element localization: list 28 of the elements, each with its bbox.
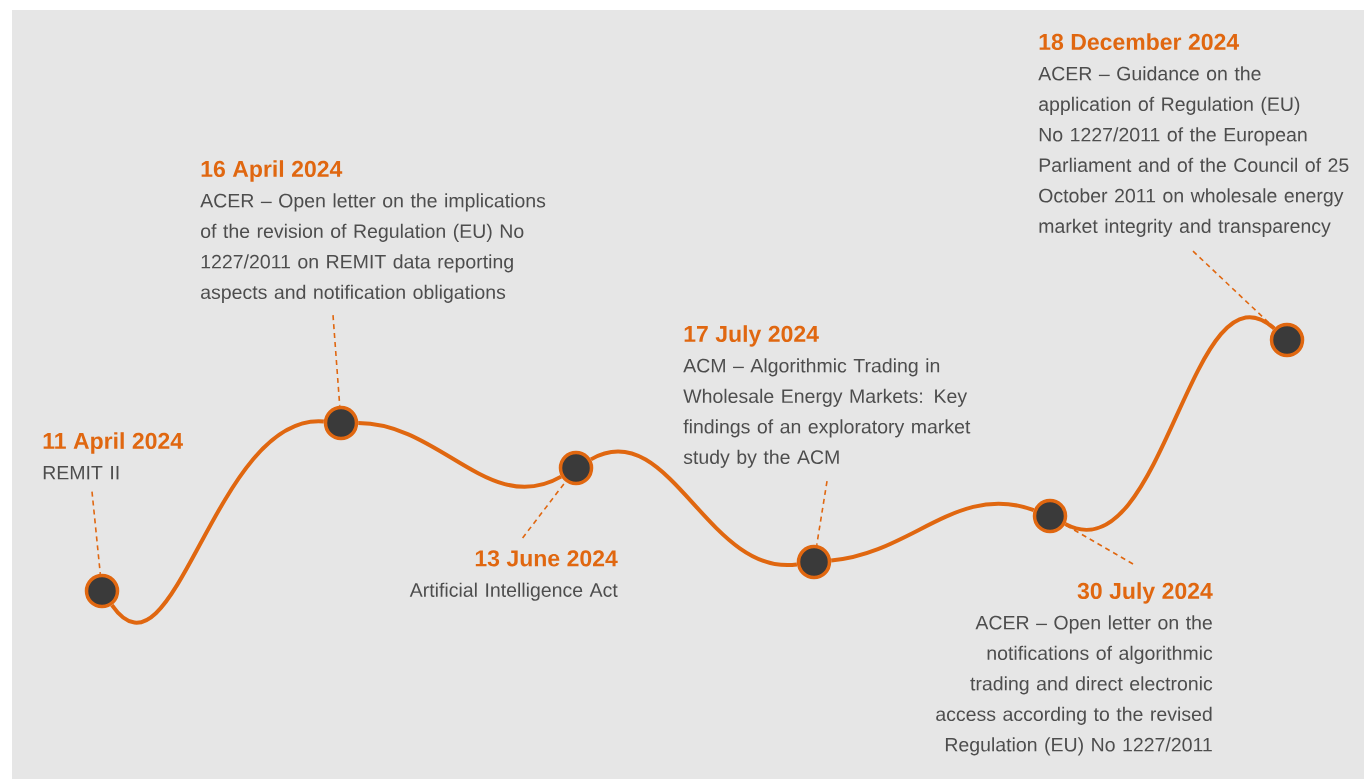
date-heading: 17 July 2024 <box>684 325 819 347</box>
date-heading: 30 July 2024 <box>1077 582 1213 604</box>
timeline-dot <box>558 450 594 486</box>
leader-line <box>332 314 341 407</box>
timeline-dot <box>1032 498 1068 534</box>
date-heading: 18 December 2024 <box>1039 33 1240 51</box>
description-text: ACER – Guidance on the application of Regulation (EU) No 1227/2011 of the European Parliament and of the Council of 25 October 2011 on wholesale energy market integrity and transparency <box>1038 66 1349 237</box>
description-text: ACM – Algorithmic Trading in Wholesale Energy Markets: Key findings of an exploratory market study by the ACM <box>683 358 971 468</box>
leader-line <box>91 490 102 575</box>
description-text: ACER – Open letter on the notifications of algorithmic trading and direct electronic access according to the revised Regulation (EU) No 1227/2011 <box>936 615 1213 756</box>
date-heading: 11 April 2024 <box>43 432 183 454</box>
timeline-curve <box>830 501 1035 563</box>
date-heading: 16 April 2024 <box>201 160 343 182</box>
timeline-curve <box>1064 315 1276 532</box>
timeline-dot <box>323 405 359 441</box>
leader-line <box>815 480 828 546</box>
description-text: Artificial Intelligence Act <box>409 582 618 601</box>
date-heading: 13 June 2024 <box>475 550 618 567</box>
timeline-curve <box>358 421 562 489</box>
timeline-curve <box>590 450 797 567</box>
leader-line <box>1064 523 1134 565</box>
timeline-dot <box>84 573 120 609</box>
leader-line <box>1192 250 1276 329</box>
timeline-dot <box>796 544 832 580</box>
description-text: REMIT II <box>43 465 119 480</box>
description-text: ACER – Open letter on the implications of the revision of Regulation (EU) No 1227/2011 on REMIT data reporting aspects and notification obligations <box>200 193 546 303</box>
timeline-dot <box>1269 322 1305 358</box>
timeline-curve <box>110 419 325 624</box>
